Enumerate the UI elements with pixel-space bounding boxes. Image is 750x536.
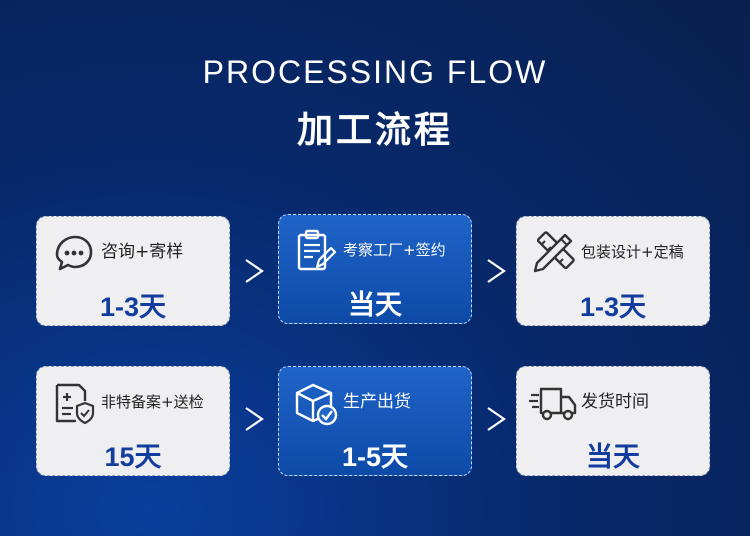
chevron-right-icon: [245, 407, 264, 431]
step-duration: 当天: [348, 290, 402, 320]
step-label: 非特备案+送检: [101, 393, 204, 411]
step-card-delivery-time: 发货时间 当天: [516, 366, 710, 476]
chat-bubble-icon: [55, 235, 93, 271]
step-label: 生产出货: [343, 392, 411, 412]
step-duration: 15天: [104, 442, 162, 472]
ruler-pencil-icon: [533, 231, 575, 273]
step-card-production-shipping: 生产出货 1-5天: [278, 366, 472, 476]
chevron-right-icon: [487, 259, 506, 283]
step-duration: 1-3天: [579, 292, 647, 322]
step-label: 考察工厂+签约: [343, 241, 446, 259]
step-duration: 1-5天: [341, 442, 409, 472]
step-duration: 1-3天: [99, 292, 167, 322]
step-label: 包装设计+定稿: [581, 243, 684, 261]
chevron-right-icon: [487, 407, 506, 431]
step-label: 咨询+寄样: [101, 242, 184, 262]
document-shield-icon: [55, 383, 95, 425]
clipboard-edit-icon: [297, 229, 337, 271]
page-title-cn: 加工流程: [296, 110, 453, 151]
step-card-packaging-design: 包装设计+定稿 1-3天: [516, 216, 710, 326]
step-card-filing-inspection: 非特备案+送检 15天: [36, 366, 230, 476]
step-duration: 当天: [586, 442, 640, 472]
step-label: 发货时间: [581, 392, 649, 412]
box-check-icon: [295, 383, 338, 426]
chevron-right-icon: [245, 259, 264, 283]
step-card-consult: 咨询+寄样 1-3天: [36, 216, 230, 326]
page-title-en: PROCESSING FLOW: [202, 54, 548, 90]
delivery-truck-icon: [529, 387, 577, 421]
step-card-factory-visit: 考察工厂+签约 当天: [278, 214, 472, 324]
